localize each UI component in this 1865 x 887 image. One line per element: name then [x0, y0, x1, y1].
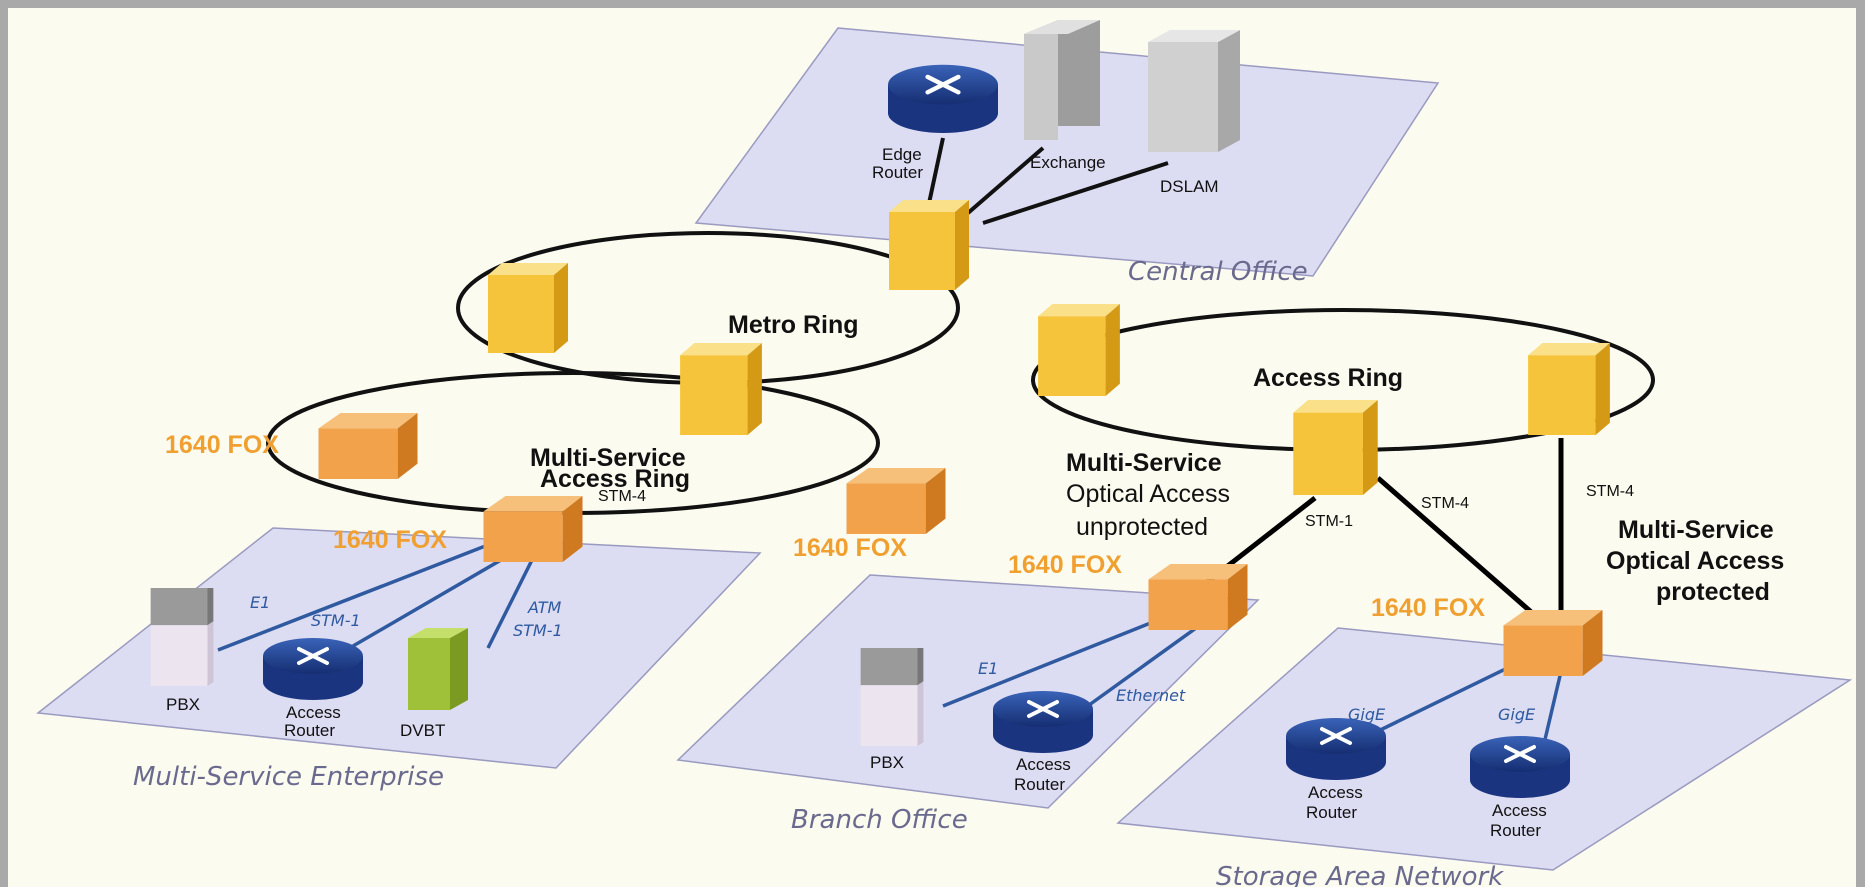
pbx-label: PBX: [870, 753, 904, 772]
branch-office-zone: [676, 574, 1260, 809]
access-router-icon: [1470, 736, 1570, 800]
iface-gige-2: GigE: [1498, 705, 1536, 724]
msar-label-line2: Access Ring: [540, 465, 690, 493]
pbx-icon: [860, 648, 924, 746]
link-label-stm4-diag: STM-4: [1421, 495, 1469, 512]
access-router-label-line1: Access: [1492, 801, 1547, 820]
unprotected-label-line3: unprotected: [1076, 513, 1208, 541]
zone-label-branch: Branch Office: [791, 805, 968, 835]
branch-access-links: [942, 606, 1205, 715]
link-label-stm4-msar: STM-4: [598, 488, 646, 505]
exchange-icon: [1024, 20, 1100, 140]
access-node-east: [1528, 343, 1610, 435]
dvbt-icon: [408, 628, 468, 710]
unprotected-label-line2: Optical Access: [1066, 480, 1230, 508]
pbx-icon: [150, 588, 214, 686]
metro-node-west: [488, 263, 568, 353]
san-access-links: [1367, 656, 1565, 749]
msar-label-line1: Multi-Service: [530, 444, 686, 472]
fox-node-west: [318, 413, 418, 479]
link-label-stm4-vert: STM-4: [1586, 483, 1634, 500]
central-office-node: [889, 200, 969, 290]
fox-node-east: [846, 468, 946, 534]
central-office-links: [926, 137, 1169, 225]
dvbt-label: DVBT: [400, 721, 445, 740]
dslam-icon: [1148, 30, 1240, 152]
pbx-label: PBX: [166, 695, 200, 714]
fox-label-east: 1640 FOX: [793, 534, 907, 562]
zone-label-enterprise: Multi-Service Enterprise: [133, 762, 444, 792]
fox-node-enterprise: [483, 496, 583, 562]
iface-e1-enterprise: E1: [250, 593, 270, 612]
iface-stm1-enterprise: STM-1: [311, 611, 361, 630]
iface-atm-stm1: STM-1: [513, 621, 563, 640]
protected-label-line1: Multi-Service: [1618, 516, 1774, 544]
edge-router-label-line1: Edge: [882, 145, 922, 164]
access-router-icon: [993, 691, 1093, 755]
access-router-label-line1: Access: [1308, 783, 1363, 802]
zone-label-central-office: Central Office: [1128, 257, 1308, 287]
network-diagram-canvas: Central Office Multi-Service Enterprise …: [8, 8, 1856, 887]
metro-node-south: [680, 343, 762, 435]
iface-atm: ATM: [527, 598, 562, 617]
iface-ethernet: Ethernet: [1116, 686, 1186, 705]
access-node-south: [1293, 400, 1378, 495]
dslam-label: DSLAM: [1160, 177, 1219, 196]
access-router-label-line2: Router: [1014, 775, 1065, 794]
iface-gige-1: GigE: [1348, 705, 1386, 724]
zone-label-san: Storage Area Network: [1216, 862, 1504, 887]
enterprise-zone: [36, 527, 762, 769]
access-router-label-line2: Router: [284, 721, 335, 740]
fox-node-san: [1503, 610, 1603, 676]
edge-router-icon: [888, 65, 998, 133]
access-router-icon: [263, 638, 363, 702]
protected-label-line3: protected: [1656, 578, 1770, 606]
access-router-label-line2: Router: [1490, 821, 1541, 840]
stm4-diag-link: [1376, 476, 1540, 620]
fox-label-west: 1640 FOX: [165, 431, 279, 459]
exchange-label: Exchange: [1030, 153, 1106, 172]
fox-label-san: 1640 FOX: [1371, 594, 1485, 622]
fox-node-branch: [1148, 564, 1248, 630]
access-router-icon: [1286, 718, 1386, 782]
access-router-label-line1: Access: [1016, 755, 1071, 774]
fox-label-enterprise: 1640 FOX: [333, 526, 447, 554]
iface-e1-branch: E1: [978, 659, 998, 678]
access-ring-label: Access Ring: [1253, 364, 1403, 392]
link-label-stm1: STM-1: [1305, 513, 1353, 530]
unprotected-label-line1: Multi-Service: [1066, 449, 1222, 477]
enterprise-access-links: [217, 541, 535, 652]
protected-label-line2: Optical Access: [1606, 547, 1784, 575]
access-router-label-line1: Access: [286, 703, 341, 722]
edge-router-label-line2: Router: [872, 163, 923, 182]
metro-access-node: [1038, 304, 1120, 396]
metro-ring-label: Metro Ring: [728, 311, 859, 339]
fox-label-branch: 1640 FOX: [1008, 551, 1122, 579]
access-router-label-line2: Router: [1306, 803, 1357, 822]
network-diagram: Central Office Multi-Service Enterprise …: [36, 20, 1853, 887]
